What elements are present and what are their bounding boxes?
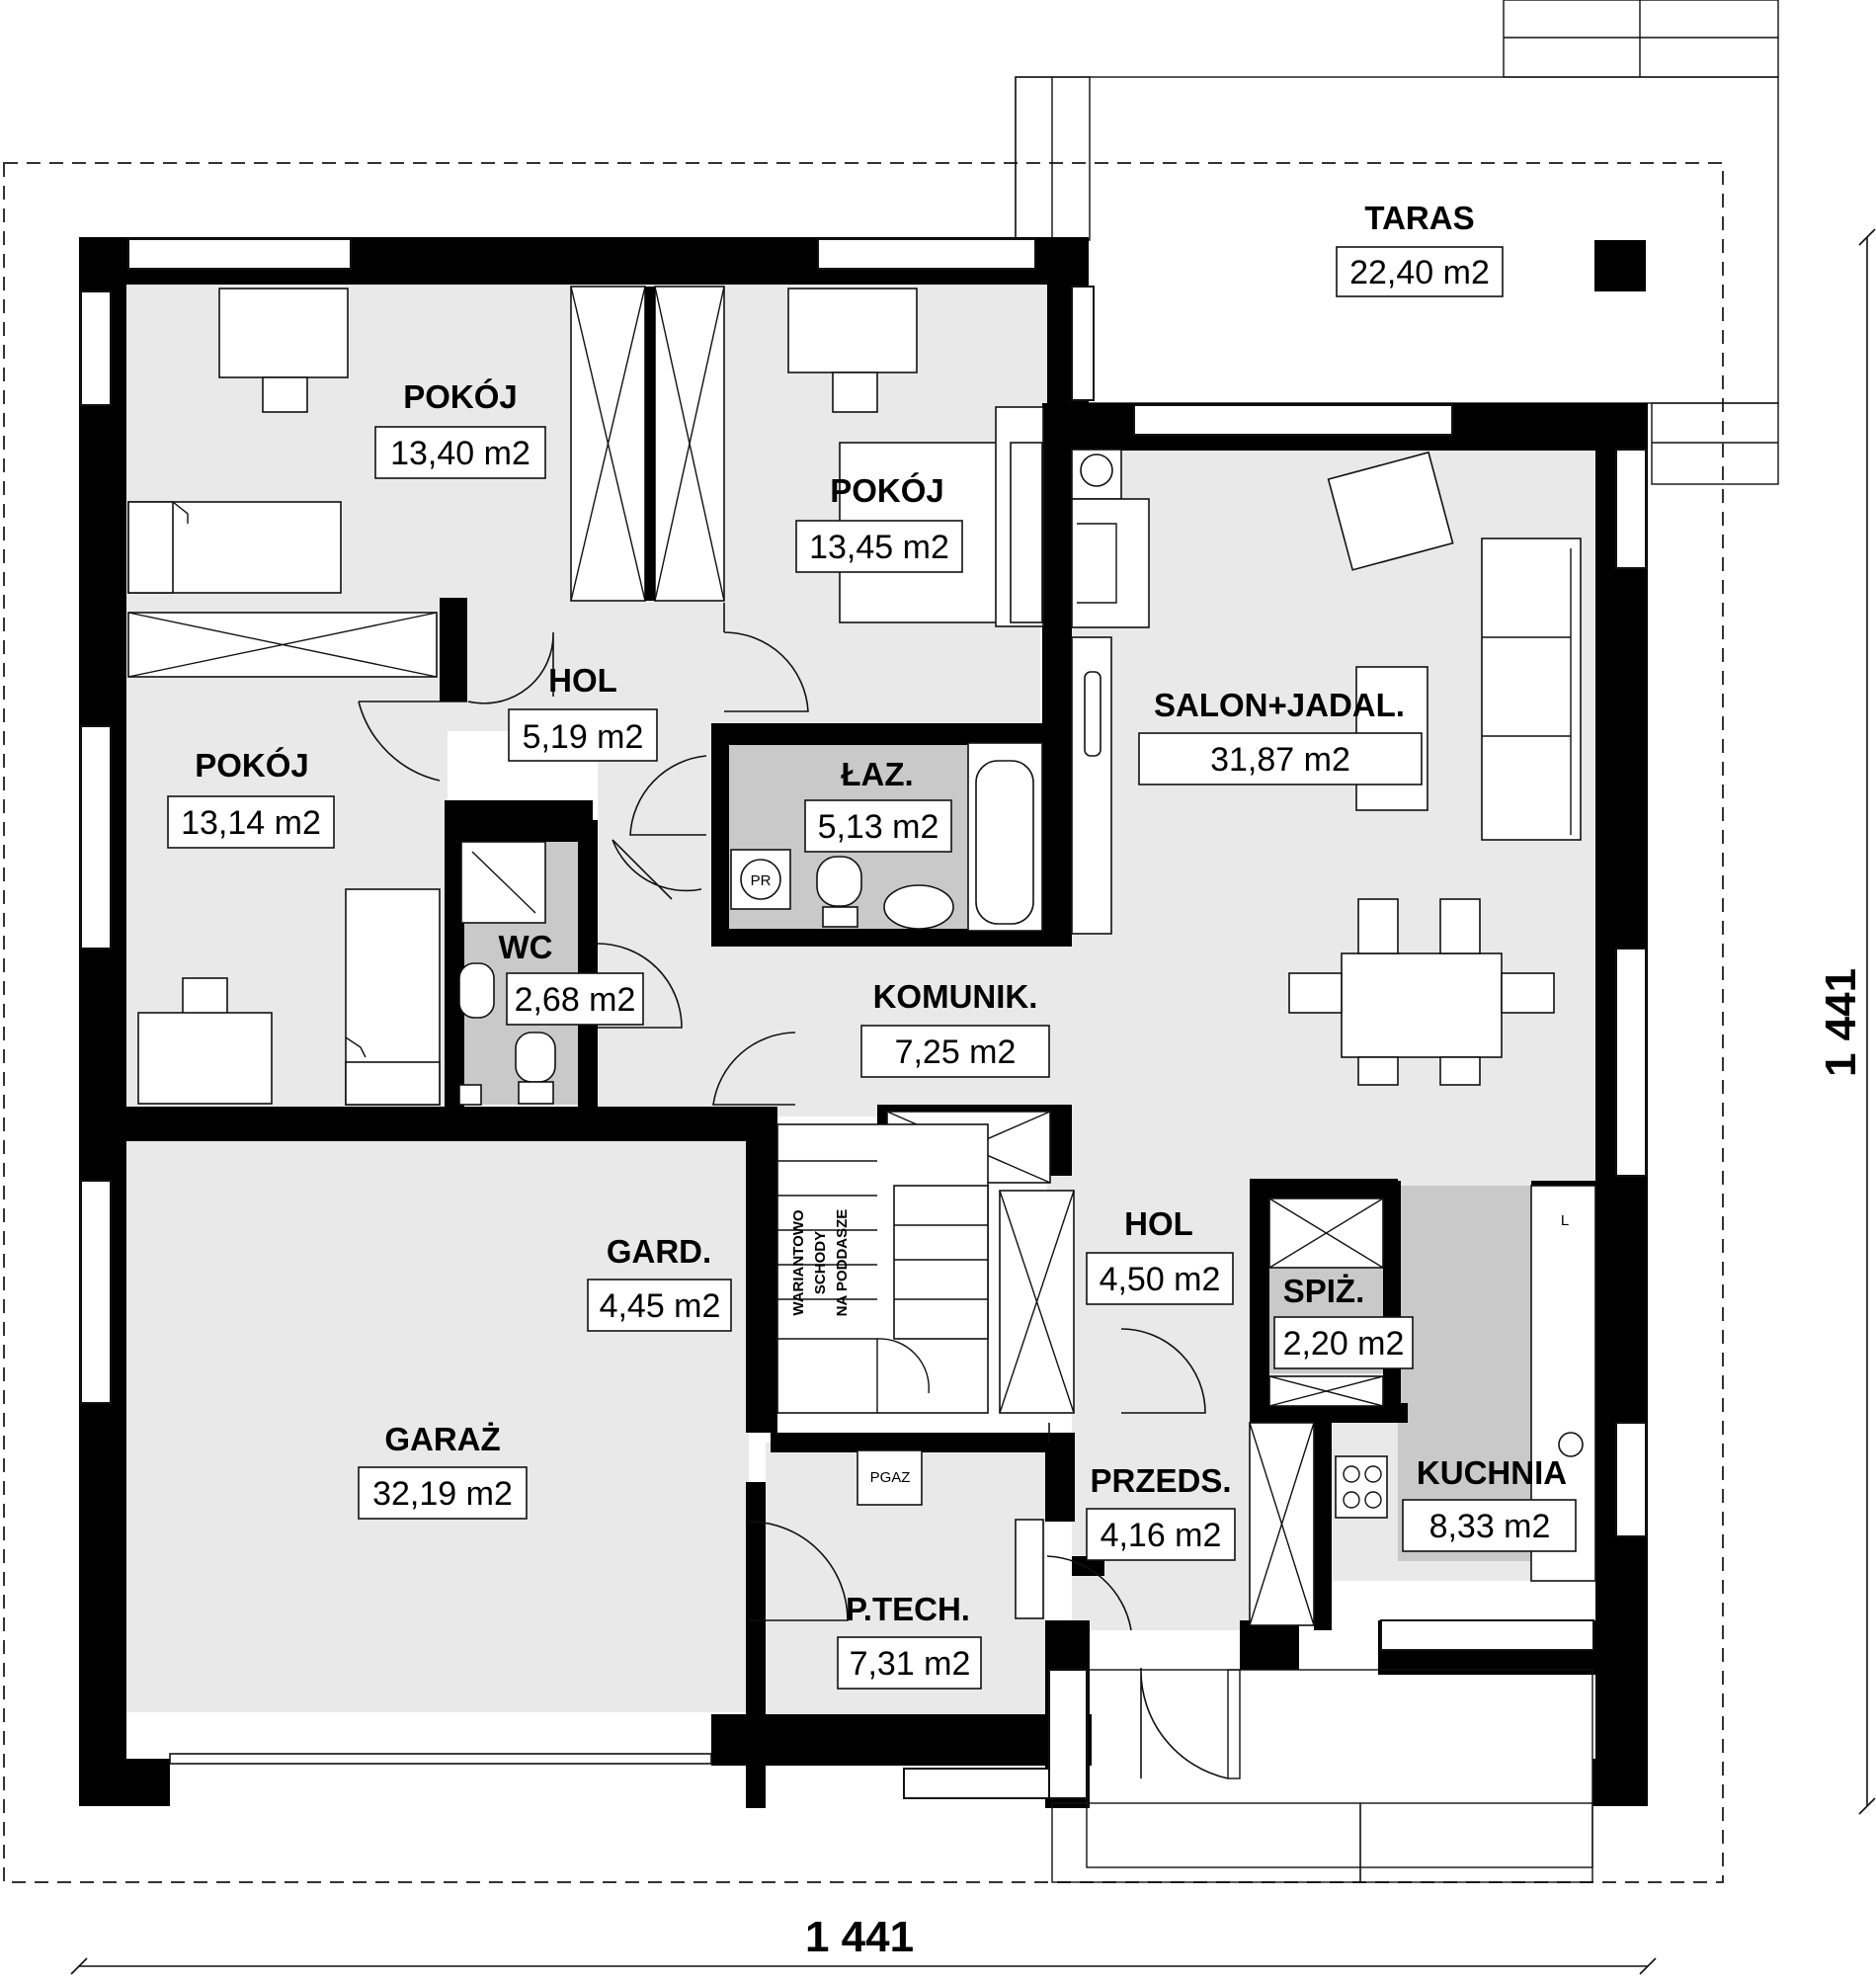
svg-text:7,25 m2: 7,25 m2 [895,1033,1017,1071]
svg-text:2,20 m2: 2,20 m2 [1283,1325,1405,1363]
terrace [1015,0,1779,485]
roof-outline [3,162,1724,1883]
svg-text:32,19 m2: 32,19 m2 [372,1475,513,1513]
room-label-taras: TARAS 22,40 m2 [1336,200,1504,297]
svg-text:13,45 m2: 13,45 m2 [809,529,949,566]
svg-text:SALON+JADAL.: SALON+JADAL. [1154,687,1405,723]
svg-text:1 441: 1 441 [1817,968,1865,1077]
furniture-wc [458,841,556,1106]
svg-text:5,19 m2: 5,19 m2 [523,718,644,756]
svg-text:5,13 m2: 5,13 m2 [818,808,939,846]
room-label-hol-2: HOL 4,50 m2 [1086,1205,1234,1305]
svg-text:13,40 m2: 13,40 m2 [390,435,530,472]
room-label-kuchnia: KUCHNIA 8,33 m2 [1402,1454,1577,1552]
svg-text:WC: WC [499,929,553,965]
furniture-salon [1071,449,1582,1086]
svg-text:8,33 m2: 8,33 m2 [1429,1508,1551,1545]
dimension-vertical: 1 441 [1817,228,1876,1815]
svg-text:4,16 m2: 4,16 m2 [1101,1517,1222,1554]
svg-text:KOMUNIK.: KOMUNIK. [873,978,1038,1015]
svg-text:4,50 m2: 4,50 m2 [1100,1261,1221,1298]
room-label-przeds: PRZEDS. 4,16 m2 [1086,1462,1236,1561]
svg-text:4,45 m2: 4,45 m2 [600,1287,721,1325]
stairs-label: WARIANTOWO SCHODY NA PODDASZE [790,1209,851,1317]
room-label-laz: ŁAZ. 5,13 m2 [804,756,952,853]
svg-text:POKÓJ: POKÓJ [403,378,518,415]
room-label-spiz: SPIŻ. 2,20 m2 [1273,1273,1414,1369]
svg-text:ŁAZ.: ŁAZ. [841,756,913,792]
furniture-bathroom [730,742,1043,932]
svg-text:HOL: HOL [548,662,617,699]
fridge-label: L [1561,1212,1569,1229]
svg-text:GARD.: GARD. [607,1233,711,1270]
room-label-salon: SALON+JADAL. 31,87 m2 [1138,687,1423,785]
svg-text:31,87 m2: 31,87 m2 [1210,741,1350,779]
room-label-komunik: KOMUNIK. 7,25 m2 [860,978,1050,1078]
furniture-ptech [856,1449,1044,1619]
room-label-pokoj-3: POKÓJ 13,14 m2 [167,747,335,849]
stairs [776,1123,989,1414]
svg-text:13,14 m2: 13,14 m2 [181,804,321,842]
svg-text:22,40 m2: 22,40 m2 [1349,254,1490,291]
room-label-pokoj-2: POKÓJ 13,45 m2 [795,472,963,573]
dimension-horizontal: 1 441 [70,1913,1657,1975]
svg-text:TARAS: TARAS [1364,200,1474,236]
room-label-hol-1: HOL 5,19 m2 [508,662,658,762]
room-label-ptech: P.TECH. 7,31 m2 [837,1591,982,1690]
furniture-kitchen [1249,1185,1596,1626]
svg-text:PRZEDS.: PRZEDS. [1090,1462,1231,1499]
svg-text:P.TECH.: P.TECH. [846,1591,970,1627]
room-label-pokoj-1: POKÓJ 13,40 m2 [374,378,546,479]
svg-text:SCHODY: SCHODY [812,1231,829,1294]
furniture-pokoj-1 [127,286,725,602]
windows [80,238,1647,1799]
svg-text:SPIŻ.: SPIŻ. [1283,1273,1365,1309]
pgaz-label: PGAZ [870,1469,911,1486]
svg-text:POKÓJ: POKÓJ [195,747,309,784]
room-label-gard: GARD. 4,45 m2 [587,1233,732,1332]
svg-text:WARIANTOWO: WARIANTOWO [790,1209,807,1316]
doors [358,603,1206,1631]
svg-text:7,31 m2: 7,31 m2 [850,1645,971,1683]
garage-door [169,1753,712,1765]
svg-text:2,68 m2: 2,68 m2 [515,981,636,1019]
furniture-pokoj-3 [127,612,441,1106]
svg-text:POKÓJ: POKÓJ [830,472,944,509]
room-label-wc: WC 2,68 m2 [499,929,644,1026]
svg-text:KUCHNIA: KUCHNIA [1417,1454,1567,1491]
svg-text:HOL: HOL [1124,1205,1193,1242]
svg-text:NA PODDASZE: NA PODDASZE [834,1209,851,1317]
svg-text:1 441: 1 441 [805,1913,914,1961]
svg-text:GARAŻ: GARAŻ [384,1421,500,1457]
room-label-garaz: GARAŻ 32,19 m2 [358,1421,528,1520]
pr-label: PR [751,872,772,889]
entrance-area [1051,1667,1593,1883]
